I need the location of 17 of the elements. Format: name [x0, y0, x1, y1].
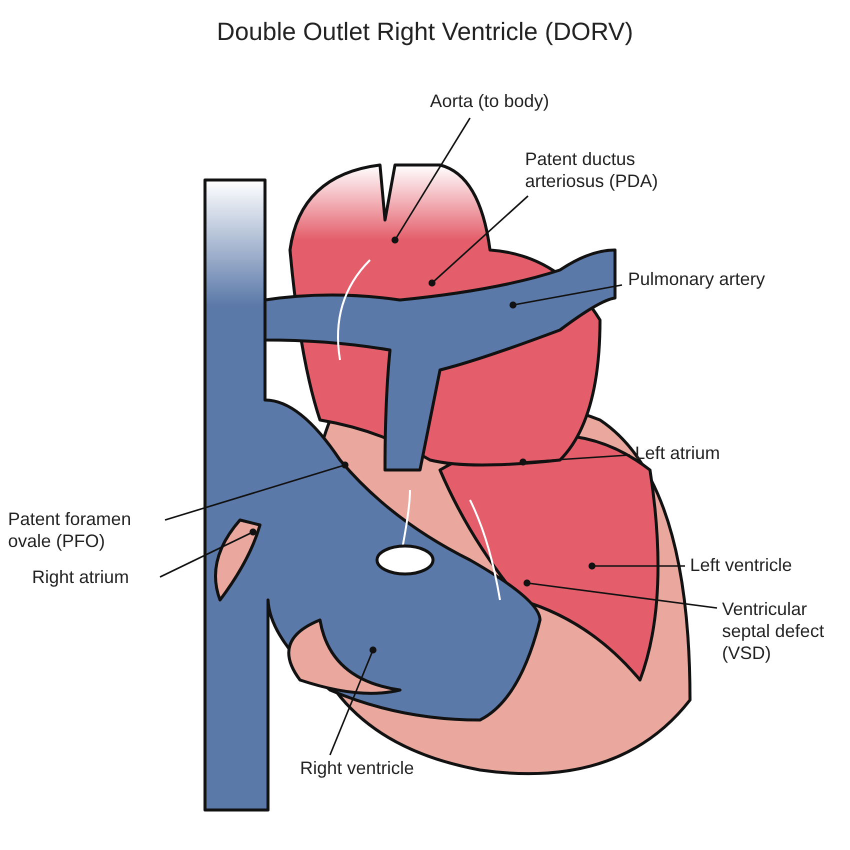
- leader-line: [428, 195, 529, 286]
- leader-line: [392, 118, 471, 244]
- anatomy-label: Right ventricle: [300, 757, 460, 779]
- leader-line: [164, 462, 348, 521]
- leader-line: [160, 528, 256, 578]
- anatomy-label: Aorta (to body): [430, 90, 600, 112]
- leader-line: [524, 580, 718, 609]
- anatomy-label: Patent foramen ovale (PFO): [8, 508, 168, 552]
- anatomy-label: Right atrium: [32, 566, 157, 588]
- anatomy-label: Patent ductus arteriosus (PDA): [525, 148, 675, 192]
- anatomy-label: Left atrium: [635, 442, 765, 464]
- anatomy-label: Ventricular septal defect (VSD): [722, 598, 847, 664]
- anatomy-label: Pulmonary artery: [628, 268, 808, 290]
- anatomy-label: Left ventricle: [690, 554, 830, 576]
- leader-line: [520, 454, 630, 466]
- leader-line: [329, 646, 376, 756]
- diagram-title: Double Outlet Right Ventricle (DORV): [216, 18, 634, 47]
